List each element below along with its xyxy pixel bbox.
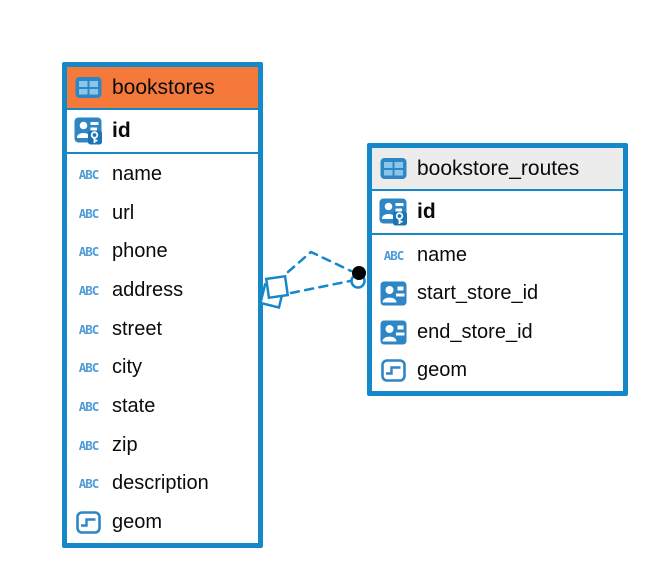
column-row-geom[interactable]: geom	[372, 352, 623, 391]
text-icon: ABC	[78, 166, 100, 182]
column-label: geom	[417, 359, 468, 382]
column-row-id[interactable]: id	[372, 191, 623, 235]
column-label: state	[112, 395, 156, 418]
target-symbol-filled-circle[interactable]	[350, 266, 367, 289]
column-row-name[interactable]: ABC name	[67, 155, 258, 194]
column-row-address[interactable]: ABC address	[67, 271, 258, 310]
column-row-url[interactable]: ABC url	[67, 194, 258, 233]
column-label: address	[112, 278, 184, 301]
column-label: start_store_id	[417, 282, 539, 305]
table-title: bookstores	[112, 75, 215, 99]
column-row-phone[interactable]: ABC phone	[67, 232, 258, 271]
reference-icon	[379, 320, 408, 345]
reference-icon	[379, 281, 408, 306]
relationship-line-lower[interactable]	[289, 279, 352, 295]
column-row-id[interactable]: id	[67, 110, 258, 154]
column-row-geom[interactable]: geom	[67, 503, 258, 542]
column-row-state[interactable]: ABC state	[67, 387, 258, 426]
column-label: street	[112, 317, 163, 340]
column-label: city	[112, 356, 142, 379]
column-row-description[interactable]: ABC description	[67, 465, 258, 504]
text-icon: ABC	[78, 205, 100, 221]
column-row-city[interactable]: ABC city	[67, 349, 258, 388]
column-label: zip	[112, 433, 138, 456]
column-label: name	[417, 243, 468, 266]
column-row-name[interactable]: ABC name	[372, 236, 623, 275]
relationship-bookstore-routes-to-bookstores[interactable]	[258, 250, 367, 310]
text-icon: ABC	[78, 360, 100, 376]
text-icon: ABC	[78, 321, 100, 337]
text-icon: ABC	[78, 399, 100, 415]
primary-key-icon	[379, 198, 408, 226]
geometry-icon	[379, 359, 408, 383]
primary-key-icon	[74, 117, 103, 145]
table-header-bookstores[interactable]: bookstores	[67, 67, 258, 110]
table-icon	[74, 76, 103, 99]
column-label: id	[112, 119, 131, 142]
table-title: bookstore_routes	[417, 156, 580, 180]
table-header-bookstore_routes[interactable]: bookstore_routes	[372, 148, 623, 191]
column-row-street[interactable]: ABC street	[67, 310, 258, 349]
column-row-start_store_id[interactable]: start_store_id	[372, 275, 623, 314]
column-label: id	[417, 200, 436, 223]
column-row-end_store_id[interactable]: end_store_id	[372, 313, 623, 352]
text-icon: ABC	[78, 437, 100, 453]
text-icon: ABC	[78, 476, 100, 492]
column-label: description	[112, 472, 209, 495]
column-label: phone	[112, 240, 168, 263]
geometry-icon	[74, 511, 103, 534]
relationship-line-upper[interactable]	[286, 250, 353, 274]
table-icon	[379, 157, 408, 180]
column-row-zip[interactable]: ABC zip	[67, 426, 258, 465]
column-label: geom	[112, 511, 163, 534]
text-icon: ABC	[78, 244, 100, 260]
text-icon: ABC	[383, 247, 405, 263]
source-symbol-stacked-squares[interactable]	[258, 274, 290, 310]
column-label: url	[112, 201, 135, 224]
column-label: end_store_id	[417, 320, 533, 343]
text-icon: ABC	[78, 282, 100, 298]
column-label: name	[112, 162, 163, 185]
